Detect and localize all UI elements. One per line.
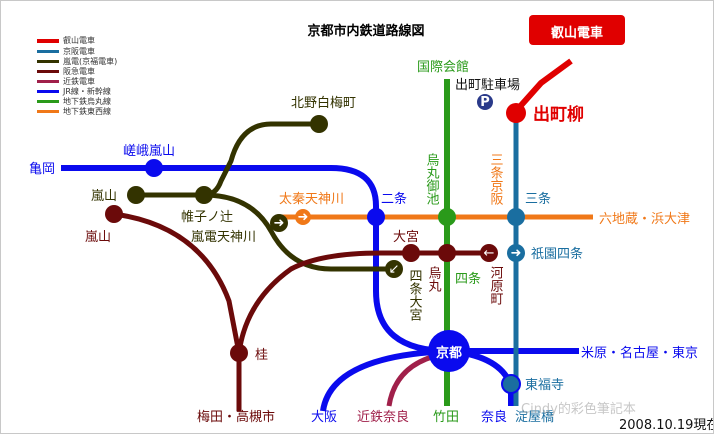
station-kameoka-label: 亀岡 xyxy=(29,162,55,177)
station-nara-label: 奈良 xyxy=(481,409,507,425)
legend-label-karasuma: 地下鉄烏丸線 xyxy=(63,96,111,106)
station-demachiyanagi-label: 出町柳 xyxy=(533,104,584,125)
station-kawaramachi-marker[interactable]: ← xyxy=(480,244,498,262)
station-tofukuji-label: 東福寺 xyxy=(525,377,564,393)
station-kokusai-kaikan-label: 国際会館 xyxy=(417,60,469,75)
station-demachiyanagi-marker[interactable] xyxy=(506,103,526,123)
jr-line-kameoka-nijo xyxy=(61,165,450,354)
station-kintetsu-nara-label: 近鉄奈良 xyxy=(357,409,409,425)
station-shijo-omiya-label: 四条大宮 xyxy=(407,269,423,321)
legend-swatch-randen xyxy=(37,60,59,63)
parking-label: 出町駐車場 xyxy=(455,78,520,93)
station-takeda-label: 竹田 xyxy=(433,410,459,425)
station-uzumasa-tozai-marker[interactable]: ➜ xyxy=(295,209,311,225)
legend-swatch-hankyu xyxy=(37,70,59,73)
randen-main xyxy=(136,192,394,272)
legend-swatch-kintetsu xyxy=(37,80,59,83)
station-karasuma-oike-marker[interactable] xyxy=(438,208,456,226)
arrow-left-icon: ← xyxy=(484,246,495,261)
station-saga-marker[interactable] xyxy=(145,159,163,177)
parking-icon xyxy=(477,94,493,110)
hankyu-main xyxy=(236,250,489,411)
station-umeda-label: 梅田・高槻市 xyxy=(197,409,275,425)
legend-swatch-keihan xyxy=(37,50,59,53)
eizan-banner-text: 叡山電車 xyxy=(550,25,603,41)
station-kitano-marker[interactable] xyxy=(310,115,328,133)
station-arashiyama-randen-label: 嵐山 xyxy=(91,189,117,204)
station-yodoyabashi-label: 淀屋橋 xyxy=(515,410,554,425)
station-randen-tenjingawa-label: 嵐電天神川 xyxy=(191,230,256,245)
station-osaka-label: 大阪 xyxy=(311,410,337,425)
legend-swatch-karasuma xyxy=(37,100,59,103)
station-shijo-marker[interactable] xyxy=(438,244,456,262)
watermark: Cindy的彩色筆記本 xyxy=(521,401,636,417)
station-katsura-marker[interactable] xyxy=(230,344,248,362)
randen-kitano-branch xyxy=(203,121,319,198)
legend-label-eizan: 叡山電車 xyxy=(63,35,95,45)
arrow-right-icon: ➜ xyxy=(298,210,309,225)
jr-line-osaka xyxy=(320,348,450,412)
station-gion-shijo-marker[interactable]: ➜ xyxy=(507,244,525,262)
footer-date: 2008.10.19現在 xyxy=(619,418,713,433)
map-title: 京都市内鉄道路線図 xyxy=(307,23,424,39)
station-uzumasa-label: 太秦天神川 xyxy=(279,192,344,207)
station-katabiranotsuji-label: 帷子ノ辻 xyxy=(181,210,233,225)
station-sanjo-keihan-label: 三条京阪 xyxy=(488,153,504,206)
station-katabiranotsuji-marker[interactable] xyxy=(195,186,213,204)
parking-marker[interactable]: P 出町駐車場 xyxy=(455,78,520,110)
legend-label-randen: 嵐電(京福電車) xyxy=(63,56,117,66)
arrow-right-icon: ➜ xyxy=(511,246,522,261)
station-omiya-label: 大宮 xyxy=(393,229,419,245)
hankyu-arashiyama-branch xyxy=(113,211,242,354)
station-sanjo-marker[interactable] xyxy=(507,208,525,226)
station-nijo-marker[interactable] xyxy=(367,208,385,226)
station-omiya-marker[interactable] xyxy=(402,244,420,262)
station-kyoto-hub[interactable]: 京都 xyxy=(428,330,470,372)
station-shijo-omiya-marker[interactable]: ↙ xyxy=(385,260,403,278)
arrow-right-icon: ➜ xyxy=(274,216,285,231)
legend-label-hankyu: 阪急電車 xyxy=(63,66,95,76)
legend-label-jr: JR線・新幹線 xyxy=(62,86,111,96)
legend-swatch-tozai xyxy=(37,110,59,113)
station-kawaramachi-label: 河原町 xyxy=(488,266,504,305)
station-katsura-label: 桂 xyxy=(255,348,268,363)
eizan-line xyxy=(513,58,573,113)
parking-icon-letter: P xyxy=(480,95,490,110)
station-kitano-label: 北野白梅町 xyxy=(291,95,356,111)
station-tofukuji-marker[interactable] xyxy=(501,374,521,394)
station-karasuma-label: 烏丸 xyxy=(426,265,442,293)
legend: 叡山電車 京阪電車 嵐電(京福電車) 阪急電車 近鉄電車 JR線・新幹線 地下鉄… xyxy=(37,35,117,116)
station-arashiyama-randen-marker[interactable] xyxy=(127,186,145,204)
station-karasuma-oike-label: 烏丸御池 xyxy=(424,152,440,205)
eizan-banner[interactable]: 叡山電車 xyxy=(529,15,625,45)
station-maibara-label: 米原・名古屋・東京 xyxy=(581,345,698,361)
station-shijo-label: 四条 xyxy=(455,271,481,287)
station-rokujizo-label: 六地蔵・浜大津 xyxy=(599,212,690,227)
station-nijo-label: 二条 xyxy=(381,191,407,207)
station-kyoto-label: 京都 xyxy=(436,345,462,361)
arrow-down-left-icon: ↙ xyxy=(389,262,400,277)
legend-swatch-eizan xyxy=(37,39,59,43)
legend-swatch-jr xyxy=(37,90,59,93)
legend-label-kintetsu: 近鉄電車 xyxy=(63,76,95,86)
station-sanjo-label: 三条 xyxy=(525,191,551,207)
station-saga-label: 嵯峨嵐山 xyxy=(123,144,175,159)
station-gion-shijo-label: 祇園四条 xyxy=(531,246,583,262)
station-uzumasa-marker[interactable]: ➜ xyxy=(270,214,288,232)
station-arashiyama-hankyu-marker[interactable] xyxy=(105,205,123,223)
legend-label-tozai: 地下鉄東西線 xyxy=(63,106,111,116)
station-arashiyama-hankyu-label: 嵐山 xyxy=(85,230,111,245)
legend-label-keihan: 京阪電車 xyxy=(63,46,95,56)
